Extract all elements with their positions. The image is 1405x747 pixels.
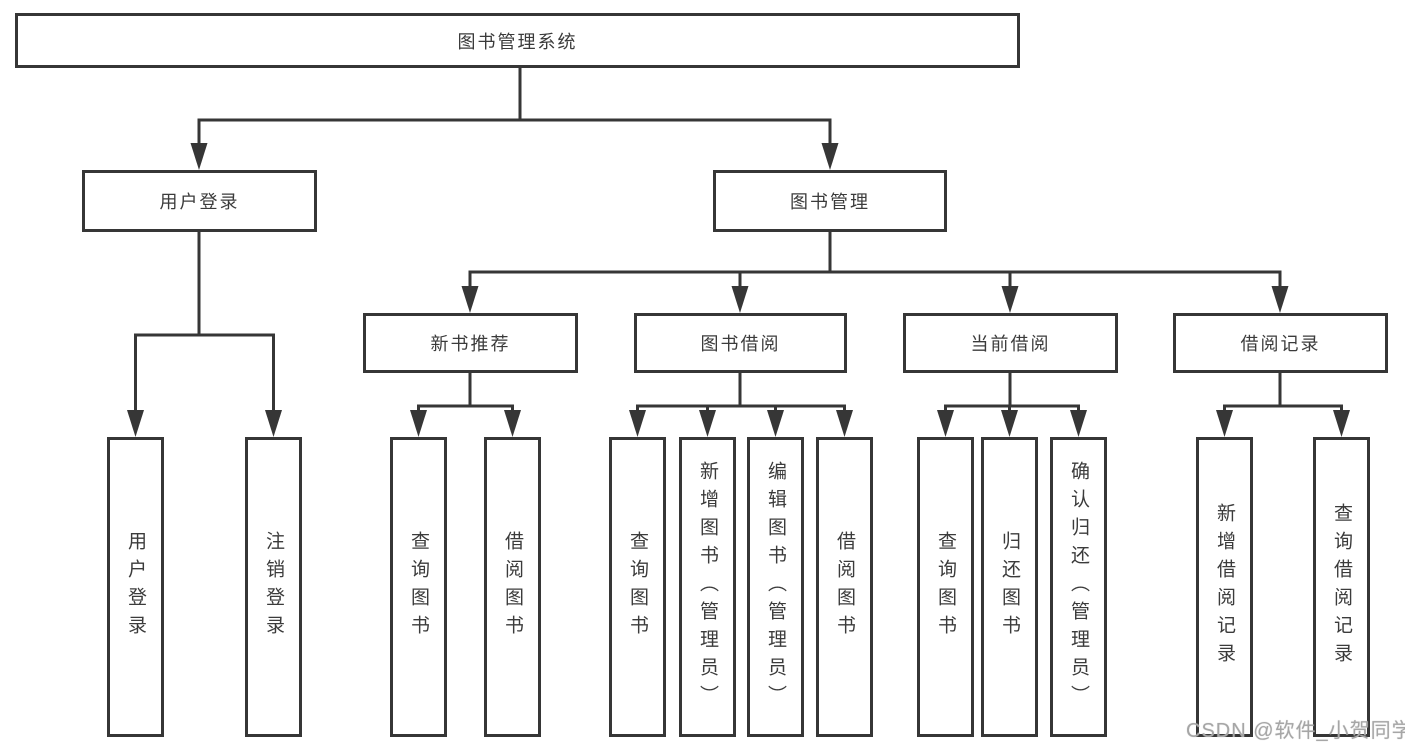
leaf-current-confirm-return-admin: 确认归还（管理员） bbox=[1050, 437, 1107, 737]
leaf-records-add-record-label: 新增借阅记录 bbox=[1214, 503, 1235, 671]
leaf-current-query-book-label: 查询图书 bbox=[935, 531, 956, 643]
group-book-borrowing-label: 图书借阅 bbox=[700, 334, 781, 354]
leaf-user-login-label: 用户登录 bbox=[125, 531, 146, 643]
leaf-current-return-book: 归还图书 bbox=[981, 437, 1038, 737]
group-book-borrowing: 图书借阅 bbox=[634, 313, 847, 373]
branch-user-login: 用户登录 bbox=[82, 170, 317, 232]
leaf-borrowing-query-book-label: 查询图书 bbox=[627, 531, 648, 643]
group-current-borrowing: 当前借阅 bbox=[903, 313, 1118, 373]
node-root-label: 图书管理系统 bbox=[457, 31, 578, 52]
leaf-recommend-borrow-book: 借阅图书 bbox=[484, 437, 541, 737]
leaf-borrowing-edit-book-admin: 编辑图书（管理员） bbox=[747, 437, 804, 737]
leaf-logout: 注销登录 bbox=[245, 437, 302, 737]
leaf-records-query-record-label: 查询借阅记录 bbox=[1331, 503, 1352, 671]
node-root: 图书管理系统 bbox=[15, 13, 1020, 68]
leaf-borrowing-query-book: 查询图书 bbox=[609, 437, 666, 737]
group-new-book-recommend-label: 新书推荐 bbox=[430, 334, 511, 354]
leaf-recommend-query-book-label: 查询图书 bbox=[408, 531, 429, 643]
leaf-current-confirm-return-admin-label: 确认归还（管理员） bbox=[1068, 461, 1089, 713]
leaf-borrowing-add-book-admin-label: 新增图书（管理员） bbox=[697, 461, 718, 713]
group-new-book-recommend: 新书推荐 bbox=[363, 313, 578, 373]
csdn-watermark: CSDN @软件_小贺同学 bbox=[1186, 720, 1405, 742]
leaf-borrowing-add-book-admin: 新增图书（管理员） bbox=[679, 437, 736, 737]
leaf-records-add-record: 新增借阅记录 bbox=[1196, 437, 1253, 737]
leaf-logout-label: 注销登录 bbox=[263, 531, 284, 643]
leaf-current-return-book-label: 归还图书 bbox=[999, 531, 1020, 643]
leaf-recommend-borrow-book-label: 借阅图书 bbox=[502, 531, 523, 643]
group-borrow-records-label: 借阅记录 bbox=[1240, 334, 1321, 354]
leaf-user-login: 用户登录 bbox=[107, 437, 164, 737]
arrowheads bbox=[127, 143, 1350, 437]
leaf-records-query-record: 查询借阅记录 bbox=[1313, 437, 1370, 737]
group-current-borrowing-label: 当前借阅 bbox=[970, 334, 1051, 354]
group-borrow-records: 借阅记录 bbox=[1173, 313, 1388, 373]
branch-book-management: 图书管理 bbox=[713, 170, 947, 232]
leaf-current-query-book: 查询图书 bbox=[917, 437, 974, 737]
branch-user-login-label: 用户登录 bbox=[159, 192, 240, 212]
leaf-borrowing-edit-book-admin-label: 编辑图书（管理员） bbox=[765, 461, 786, 713]
leaf-borrowing-borrow-book: 借阅图书 bbox=[816, 437, 873, 737]
leaf-borrowing-borrow-book-label: 借阅图书 bbox=[834, 531, 855, 643]
branch-book-management-label: 图书管理 bbox=[790, 192, 870, 212]
leaf-recommend-query-book: 查询图书 bbox=[390, 437, 447, 737]
